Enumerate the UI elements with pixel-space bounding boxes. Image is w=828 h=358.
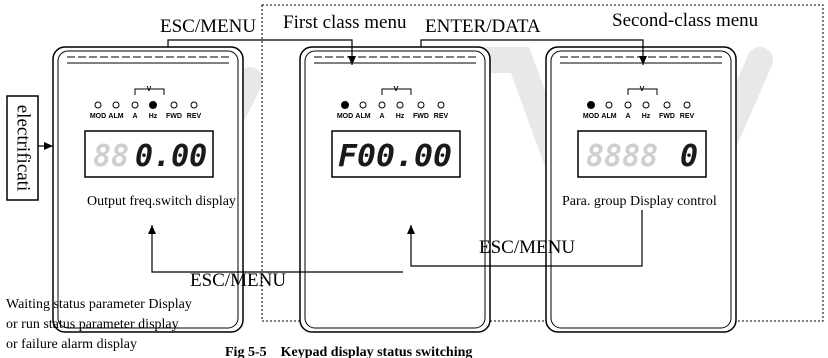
seven-seg-display: F00.00: [331, 130, 461, 178]
led-mod: [587, 101, 595, 109]
led-fwd: [170, 101, 178, 109]
menu-region-border: [261, 4, 824, 322]
arrow-esc-menu-return-left: [148, 225, 403, 273]
note-line-2: or run status parameter display: [6, 317, 179, 332]
led-label-rev: REV: [434, 113, 449, 120]
arrow-esc-menu-top: [167, 39, 356, 65]
second-class-menu-label: Second-class menu: [612, 10, 759, 31]
keypad-3: V MOD ALM A Hz FWD REV 8888 0 Para. grou…: [545, 46, 737, 333]
led-alm: [359, 101, 367, 109]
led-label-a: A: [132, 113, 137, 120]
led-a: [624, 101, 632, 109]
note-line-1: Waiting status parameter Display: [6, 297, 192, 312]
led-label-rev: REV: [187, 113, 202, 120]
enter-data-label: ENTER/DATA: [425, 16, 541, 37]
keypad-1: V MOD ALM A Hz FWD REV 88 0.00 Output fr…: [52, 46, 244, 333]
v-label: V: [394, 86, 399, 93]
led-rev: [683, 101, 691, 109]
led-hz: [149, 101, 157, 109]
led-hz: [396, 101, 404, 109]
led-row: MOD ALM A Hz FWD REV: [337, 101, 449, 120]
led-row: MOD ALM A Hz FWD REV: [90, 101, 202, 120]
arrow-esc-menu-return-right: [407, 210, 643, 267]
keypad-1-caption: Output freq.switch display: [87, 194, 236, 209]
led-rev: [437, 101, 445, 109]
led-label-rev: REV: [680, 113, 695, 120]
led-label-fwd: FWD: [413, 113, 429, 120]
display-value: 0.00: [135, 139, 207, 174]
led-mod: [94, 101, 102, 109]
led-row: MOD ALM A Hz FWD REV: [583, 101, 695, 120]
seven-seg-display: 8888 0: [577, 130, 707, 178]
led-label-mod: MOD: [583, 113, 599, 120]
power-on-box: electrificati: [6, 95, 39, 201]
display-value: 0: [680, 139, 698, 174]
keypad-3-caption: Para. group Display control: [562, 194, 717, 209]
led-a: [378, 101, 386, 109]
led-label-fwd: FWD: [659, 113, 675, 120]
led-label-a: A: [379, 113, 384, 120]
v-bracket: V: [134, 86, 165, 95]
svg-text:88: 88: [93, 139, 129, 174]
svg-text:8888: 8888: [586, 139, 658, 174]
led-label-alm: ALM: [108, 113, 123, 120]
v-bracket: V: [627, 86, 658, 95]
first-class-menu-label: First class menu: [283, 12, 407, 33]
seven-seg-display: 88 0.00: [84, 130, 214, 178]
v-label: V: [640, 86, 645, 93]
figure-caption: Fig 5-5 Keypad display status switching: [225, 345, 472, 358]
note-line-3: or failure alarm display: [6, 337, 137, 352]
esc-menu-left-label: ESC/MENU: [190, 270, 286, 291]
led-mod: [341, 101, 349, 109]
v-bracket: V: [381, 86, 412, 95]
led-rev: [190, 101, 198, 109]
led-label-hz: Hz: [396, 113, 405, 120]
esc-menu-right-label: ESC/MENU: [479, 237, 575, 258]
keypad-2: V MOD ALM A Hz FWD REV F00.00: [299, 46, 491, 333]
led-alm: [605, 101, 613, 109]
v-label: V: [147, 86, 152, 93]
led-fwd: [663, 101, 671, 109]
arrow-enter-data: [420, 39, 647, 65]
led-a: [131, 101, 139, 109]
led-label-alm: ALM: [601, 113, 616, 120]
led-label-a: A: [625, 113, 630, 120]
led-label-mod: MOD: [90, 113, 106, 120]
led-label-fwd: FWD: [166, 113, 182, 120]
status-note: Waiting status parameter Display or run …: [6, 297, 192, 352]
led-hz: [642, 101, 650, 109]
esc-menu-top-label: ESC/MENU: [160, 16, 256, 37]
led-label-alm: ALM: [355, 113, 370, 120]
led-fwd: [417, 101, 425, 109]
led-alm: [112, 101, 120, 109]
led-label-mod: MOD: [337, 113, 353, 120]
led-label-hz: Hz: [149, 113, 158, 120]
led-label-hz: Hz: [642, 113, 651, 120]
power-on-label: electrificati: [13, 105, 34, 192]
display-value: F00.00: [338, 139, 452, 174]
